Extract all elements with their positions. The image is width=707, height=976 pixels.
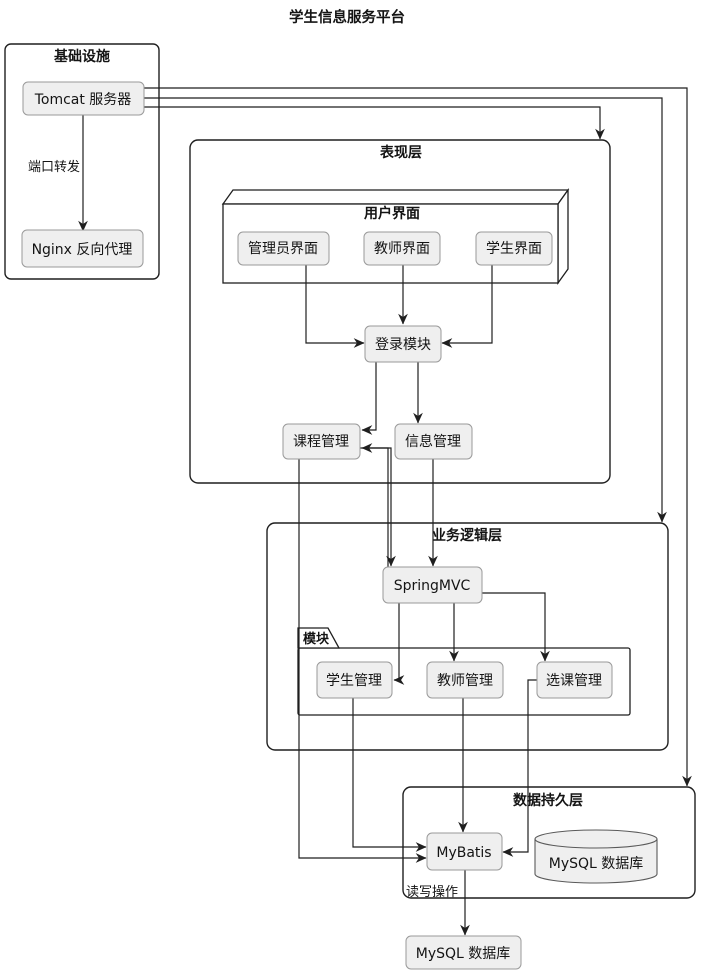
node3d-right-face <box>557 187 569 286</box>
node-teacher-ui-box <box>363 231 441 266</box>
edge-enrollmgmt-mybatis <box>502 679 537 857</box>
node3d-user-interface-label: 用户界面 <box>364 205 420 222</box>
node-login: 登录模块 <box>364 325 442 363</box>
node-admin-ui-label: 管理员界面 <box>248 241 318 257</box>
cylinder-top <box>534 829 658 849</box>
node-student-ui: 学生界面 <box>475 231 553 266</box>
node3d-top-face <box>221 189 570 205</box>
edge-adminui-login <box>305 265 365 348</box>
node-student-mgmt-box <box>316 661 393 699</box>
node-login-label: 登录模块 <box>375 337 431 353</box>
node-mybatis-label: MyBatis <box>436 845 491 861</box>
node-tomcat: Tomcat 服务器 <box>22 81 145 116</box>
node-teacher-ui-label: 教师界面 <box>374 241 430 257</box>
cylinder-body <box>534 839 658 884</box>
node-enroll-mgmt-box <box>536 661 613 699</box>
edge-springmvc-studentmgmt <box>393 603 405 685</box>
node-teacher-mgmt-box <box>426 661 504 699</box>
node-springmvc-label: SpringMVC <box>394 578 471 594</box>
node-springmvc: SpringMVC <box>382 566 483 604</box>
database-cylinder: MySQL 数据库 <box>534 829 658 884</box>
folder-modules-label: 模块 <box>303 631 330 647</box>
layer-presentation-label: 表现层 <box>379 144 422 161</box>
node-mybatis-box <box>426 832 503 871</box>
edge-tomcat-presentation <box>144 106 605 140</box>
node-tomcat-label: Tomcat 服务器 <box>34 92 132 108</box>
node-info-box <box>394 423 473 460</box>
edge-springmvc-course <box>361 443 389 567</box>
node-teacher-mgmt-label: 教师管理 <box>437 673 493 689</box>
node-enroll-mgmt: 选课管理 <box>536 661 613 699</box>
node-enroll-mgmt-label: 选课管理 <box>546 673 602 689</box>
edge-login-course <box>361 362 377 435</box>
edge-tomcat-persistence <box>144 87 692 787</box>
database-cylinder-label: MySQL 数据库 <box>549 856 644 872</box>
edge-studentui-login <box>441 265 493 348</box>
layer-data-persistence-label: 数据持久层 <box>513 792 583 809</box>
node-student-ui-label: 学生界面 <box>486 241 542 257</box>
edge-springmvc-enrollmgmt <box>482 592 550 662</box>
node-student-ui-box <box>475 231 553 266</box>
node-course: 课程管理 <box>282 423 361 460</box>
node-course-label: 课程管理 <box>293 434 349 450</box>
node-login-box <box>364 325 442 363</box>
node-mysql-db: MySQL 数据库 <box>405 935 522 970</box>
node-nginx-box <box>21 229 144 268</box>
edge-tomcat-business <box>144 97 667 523</box>
node-springmvc-box <box>382 566 483 604</box>
layer-infrastructure-label: 基础设施 <box>54 48 110 65</box>
node-teacher-mgmt: 教师管理 <box>426 661 504 699</box>
edge-course-mybatis <box>298 459 427 863</box>
node-admin-ui-box <box>237 231 330 266</box>
folder-tab <box>297 627 341 649</box>
layer-business-logic-label: 业务逻辑层 <box>432 527 502 544</box>
node-mysql-db-box <box>405 935 522 970</box>
edge-label-read-write: 读写操作 <box>406 884 458 900</box>
node-admin-ui: 管理员界面 <box>237 231 330 266</box>
diagram-title: 学生信息服务平台 <box>289 8 405 26</box>
node-info: 信息管理 <box>394 423 473 460</box>
node-course-box <box>282 423 361 460</box>
node-info-label: 信息管理 <box>405 433 461 450</box>
node-nginx: Nginx 反向代理 <box>21 229 144 268</box>
node-tomcat-box <box>22 81 145 116</box>
edge-label-port-forward: 端口转发 <box>28 159 80 175</box>
node-nginx-label: Nginx 反向代理 <box>32 242 133 258</box>
node-student-mgmt: 学生管理 <box>316 661 393 699</box>
node-teacher-ui: 教师界面 <box>363 231 441 266</box>
node-mybatis: MyBatis <box>426 832 503 871</box>
edge-studentmgmt-mybatis <box>352 698 427 852</box>
node-student-mgmt-label: 学生管理 <box>326 673 382 689</box>
node-mysql-db-label: MySQL 数据库 <box>416 946 511 962</box>
